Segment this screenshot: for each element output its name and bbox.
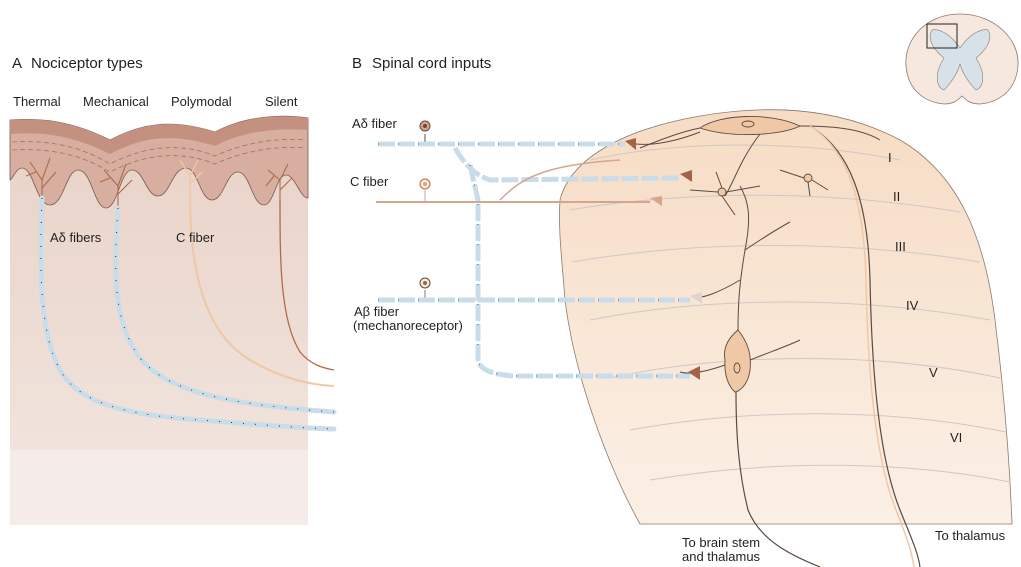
output-label-brainstem: To brain stem xyxy=(682,535,760,550)
panel-a-title: Nociceptor types xyxy=(31,56,143,71)
type-label-polymodal: Polymodal xyxy=(171,94,232,109)
panel-b-letter: B xyxy=(352,56,362,71)
hypodermis-band xyxy=(10,450,308,525)
lamina-label-v: V xyxy=(929,365,938,380)
input-label-adelta: Aδ fiber xyxy=(352,116,397,131)
input-label-abeta-sub: (mechanoreceptor) xyxy=(353,318,463,333)
spinal-cord-inset xyxy=(906,14,1018,104)
output-label-brainstem-2: and thalamus xyxy=(682,549,760,564)
output-label-thalamus: To thalamus xyxy=(935,528,1005,543)
type-label-silent: Silent xyxy=(265,94,298,109)
lamina-label-i: I xyxy=(888,150,892,165)
type-label-thermal: Thermal xyxy=(13,94,61,109)
panel-a-letter: A xyxy=(12,56,22,71)
lamina-label-iv: IV xyxy=(906,298,918,313)
lamina-label-iii: III xyxy=(895,239,906,254)
c-fiber-label-a: C fiber xyxy=(176,230,214,245)
input-label-c: C fiber xyxy=(350,174,388,189)
lamina-label-vi: VI xyxy=(950,430,962,445)
panel-b-title: Spinal cord inputs xyxy=(372,56,491,71)
adelta-fibers-label: Aδ fibers xyxy=(50,230,101,245)
type-label-mechanical: Mechanical xyxy=(83,94,149,109)
skin-block xyxy=(10,116,308,525)
input-label-abeta: Aβ fiber xyxy=(354,304,399,319)
lamina-label-ii: II xyxy=(893,189,900,204)
